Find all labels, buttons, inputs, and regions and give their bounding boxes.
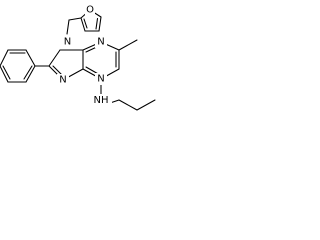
- n9-bg: [62, 36, 73, 48]
- bond-phenyl-6-1: [25, 65, 36, 83]
- amine-label: NH: [94, 95, 109, 106]
- bond-furan-c-c-double: [95, 17, 99, 30]
- bond-furan-c-c: [98, 16, 102, 32]
- bond-furan-c-c3-double: [83, 18, 88, 29]
- furan-oxygen-label: O: [86, 5, 94, 16]
- bond-ch2-n9: [66, 19, 70, 35]
- bond-c2-methyl: [118, 39, 138, 51]
- atom-label-layer: O N N N N NH: [57, 4, 112, 107]
- bond-furan-ch2: [68, 17, 82, 21]
- bond-phenyl-1-2: [25, 49, 36, 67]
- furan-oxygen-bg: [85, 4, 95, 16]
- molecule-structure: O N N N N NH: [0, 4, 156, 111]
- n9-label: N: [64, 37, 71, 48]
- n3-bg: [95, 36, 107, 48]
- bond-furan-c-c3: [80, 17, 86, 32]
- n1-bg: [95, 73, 107, 85]
- bond-n9-c8: [48, 49, 61, 67]
- n7-bg: [57, 74, 69, 86]
- bond-layer: [0, 9, 156, 111]
- n3-label: N: [97, 37, 104, 48]
- bond-propyl-chain2: [136, 99, 156, 111]
- bond-phenyl-3-4: [0, 49, 9, 67]
- bond-phenyl-4-5-double: [2, 65, 11, 80]
- amine-bg: [90, 94, 112, 107]
- bond-propyl-chain1: [118, 99, 138, 111]
- n7-label: N: [59, 75, 66, 86]
- bond-phenyl-6-1-double: [23, 65, 33, 80]
- n1-label: N: [97, 74, 104, 85]
- bond-phenyl-4-5: [0, 65, 9, 83]
